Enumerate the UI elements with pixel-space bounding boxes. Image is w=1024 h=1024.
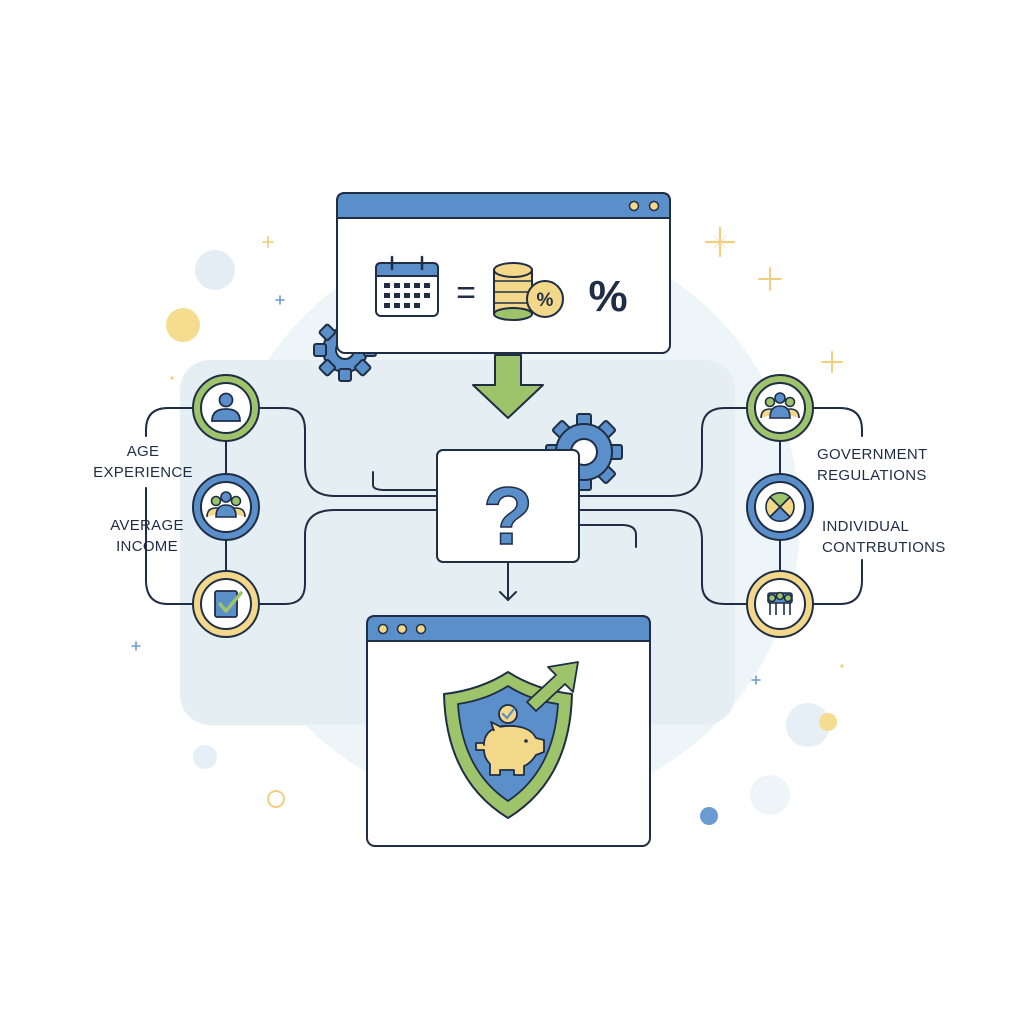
label-government: GOVERNMENT (817, 446, 928, 463)
label-average-income: AVERAGE INCOME (88, 515, 206, 557)
result-window (366, 615, 651, 847)
window-dot (396, 623, 408, 635)
label-average: AVERAGE (110, 517, 184, 534)
connector-lines (145, 407, 863, 605)
person-icon (211, 392, 241, 422)
question-box: ? (436, 449, 580, 563)
label-age: AGE (126, 443, 160, 460)
window-dot (377, 623, 389, 635)
label-income: INCOME (116, 538, 178, 555)
window-dot (415, 623, 427, 635)
window-dot (628, 200, 640, 212)
label-individual-contributions: INDIVIDUAL CONTRBUTIONS (822, 516, 946, 558)
node-checklist (192, 570, 260, 638)
label-experience: EXPERIENCE (93, 464, 193, 481)
node-government (746, 374, 814, 442)
question-mark: ? (483, 471, 533, 562)
team-meeting-icon (767, 591, 793, 615)
down-arrow-icon (472, 354, 544, 419)
checklist-icon (214, 590, 243, 618)
window-dot (648, 200, 660, 212)
label-age-experience: AGE EXPERIENCE (88, 441, 198, 483)
formula-window: = % % (336, 192, 671, 354)
node-team (746, 570, 814, 638)
group-icon (206, 491, 246, 518)
node-age (192, 374, 260, 442)
group-icon (760, 392, 800, 419)
percent-symbol: % (588, 272, 627, 321)
pie-chart-icon (765, 492, 795, 522)
label-individual: INDIVIDUAL (822, 518, 910, 535)
sparkle-icon (131, 226, 844, 685)
label-regulations: REGULATIONS (817, 467, 927, 484)
node-contributions (746, 473, 814, 541)
equals-symbol: = (456, 274, 476, 312)
label-government-regulations: GOVERNMENT REGULATIONS (817, 444, 928, 486)
coin-stack-icon: % (493, 262, 564, 321)
piggy-bank-icon (475, 704, 545, 776)
growth-arrow-icon (526, 661, 579, 712)
calendar-icon (375, 255, 439, 317)
coin-badge: % (537, 290, 554, 311)
node-income (192, 473, 260, 541)
label-contributions: CONTRBUTIONS (822, 539, 946, 556)
